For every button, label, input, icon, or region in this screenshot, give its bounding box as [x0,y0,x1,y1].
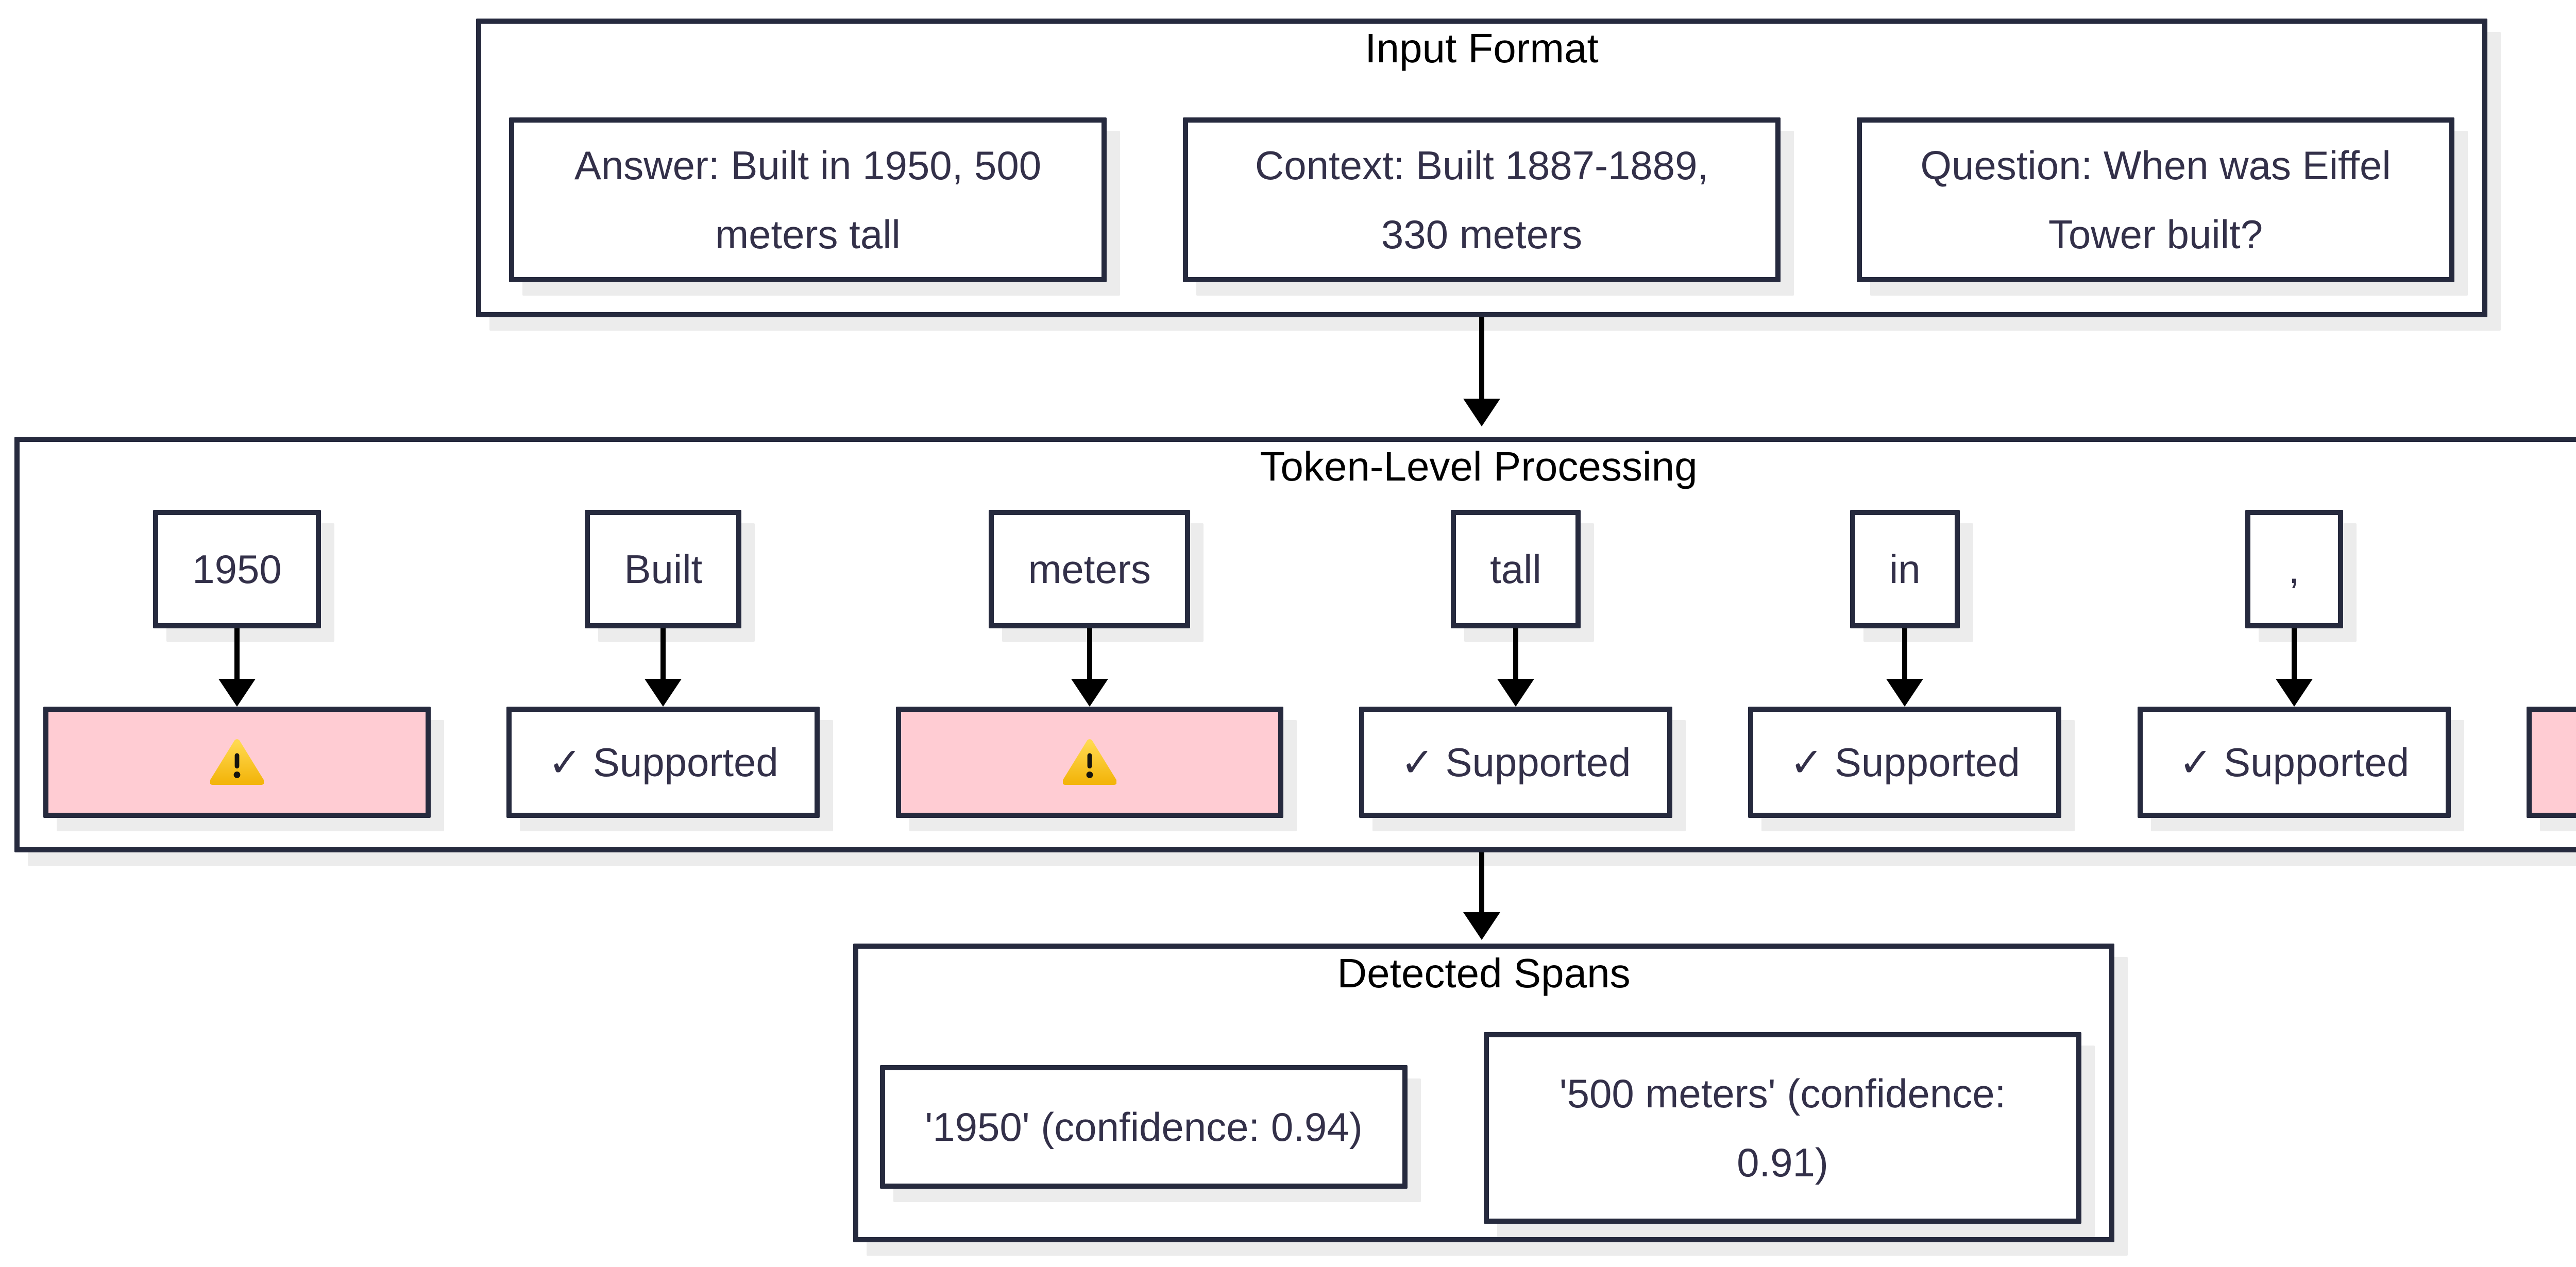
token-result-box [895,707,1283,818]
arrow-head-icon [645,679,682,707]
arrow-shaft [1479,852,1484,912]
arrow-shaft [234,628,240,679]
token-arrow [1071,628,1108,707]
detected-spans-section: Detected Spans '1950' (confidence: 0.94)… [853,944,2114,1242]
token-column: , ✓ Supported [2137,510,2451,818]
token-column: 1950 [43,510,431,818]
token-column: tall ✓ Supported [1359,510,1672,818]
arrow-head-icon [1463,912,1500,940]
arrow-shaft [1513,628,1518,679]
detected-spans-title: Detected Spans [1337,950,1631,996]
token-result-box: ✓ Supported [506,707,820,818]
input-example-box: Answer: Built in 1950, 500 meters tall [509,117,1107,282]
token-arrow [2275,628,2313,707]
token-box: 1950 [153,510,321,628]
flow-arrow-input-to-tokens [1463,317,1500,426]
token-column: meters [895,510,1283,818]
token-column: in ✓ Supported [1748,510,2062,818]
arrow-shaft [660,628,666,679]
detected-span-box: '500 meters' (confidence: 0.91) [1484,1032,2081,1224]
arrow-shaft [1902,628,1908,679]
token-arrow [645,628,682,707]
token-result-box: ✓ Supported [1359,707,1672,818]
warning-icon [1062,739,1116,786]
warning-icon [210,739,264,786]
token-result-box: ✓ Supported [2137,707,2451,818]
arrow-shaft [1087,628,1092,679]
token-box: meters [989,510,1190,628]
input-format-row: Answer: Built in 1950, 500 meters tall C… [481,117,2482,282]
arrow-head-icon [1886,679,1924,707]
result-label: ✓ Supported [548,740,778,785]
token-box: , [2245,510,2343,628]
token-column: Built ✓ Supported [506,510,820,818]
token-column: 500 [2526,510,2576,818]
token-row: 1950 Built [43,510,2576,818]
flow-arrow-tokens-to-spans [1463,852,1500,940]
arrow-head-icon [2275,679,2313,707]
input-format-section: Input Format Answer: Built in 1950, 500 … [476,19,2487,317]
token-processing-title: Token-Level Processing [1260,443,1698,489]
arrow-head-icon [1463,399,1500,426]
input-format-title: Input Format [1365,25,1599,71]
input-example-box: Question: When was Eiffel Tower built? [1857,117,2454,282]
detected-span-box: '1950' (confidence: 0.94) [880,1065,1408,1189]
result-label: ✓ Supported [2179,740,2410,785]
token-arrow [218,628,256,707]
token-box: tall [1451,510,1581,628]
token-box: in [1850,510,1960,628]
token-result-box [43,707,431,818]
token-processing-section: Token-Level Processing 1950 [14,437,2576,852]
arrow-head-icon [218,679,256,707]
result-label: ✓ Supported [1789,740,2020,785]
arrow-head-icon [1497,679,1534,707]
arrow-head-icon [1071,679,1108,707]
result-label: ✓ Supported [1400,740,1631,785]
token-result-box: ✓ Supported [1748,707,2062,818]
token-box: Built [585,510,742,628]
token-arrow [1886,628,1924,707]
arrow-shaft [2291,628,2297,679]
detected-spans-row: '1950' (confidence: 0.94) '500 meters' (… [858,949,2109,1237]
token-result-box [2526,707,2576,818]
input-example-box: Context: Built 1887-1889, 330 meters [1183,117,1781,282]
token-arrow [1497,628,1534,707]
arrow-shaft [1479,317,1484,399]
